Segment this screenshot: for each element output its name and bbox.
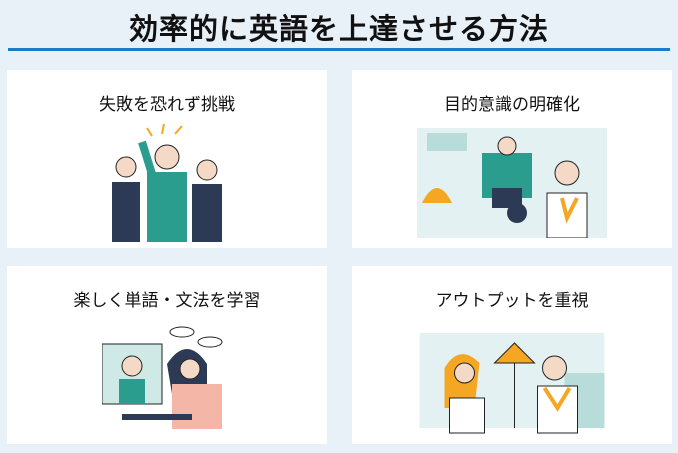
headset-conversation-illustration [419, 333, 605, 434]
page-title: 効率的に英語を上達させる方法 [128, 12, 549, 46]
card-purpose: 目的意識の明確化 [352, 70, 672, 248]
video-call-study-illustration [102, 326, 223, 429]
title-underline [8, 48, 670, 51]
card-output: アウトプットを重視 [352, 266, 672, 444]
card-label: アウトプットを重視 [435, 291, 589, 311]
team-cheering-illustration [112, 123, 222, 242]
online-meeting-illustration [417, 128, 607, 238]
card-label: 失敗を恐れず挑戦 [99, 95, 235, 115]
card-challenge: 失敗を恐れず挑戦 [7, 70, 327, 248]
card-label: 楽しく単語・文法を学習 [73, 291, 261, 311]
card-fun-learning: 楽しく単語・文法を学習 [7, 266, 327, 444]
card-label: 目的意識の明確化 [444, 95, 580, 115]
